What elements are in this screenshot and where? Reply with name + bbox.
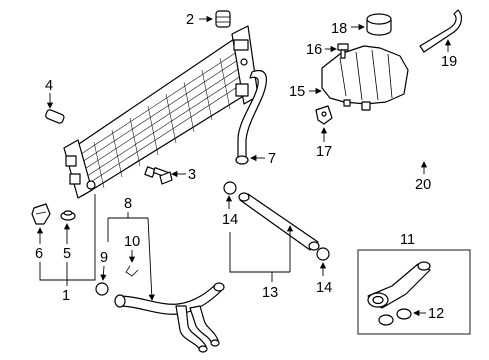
callout-12: 12 (428, 306, 444, 322)
part-4-plug (45, 109, 65, 124)
callout-9: 9 (100, 250, 108, 266)
callout-16: 16 (306, 42, 322, 58)
part-lower-hose (114, 282, 225, 353)
part-16-bolt (337, 43, 349, 59)
part-11-12-box (357, 249, 471, 335)
part-2-grommet (215, 10, 231, 28)
part-14-oring-top (223, 181, 237, 195)
part-12-gasket-a (378, 314, 394, 326)
part-20-hose (383, 109, 463, 163)
part-13-tube (238, 192, 320, 251)
callout-15: 15 (289, 84, 305, 100)
callout-19: 19 (441, 54, 457, 70)
part-17-bracket (315, 105, 333, 125)
part-19-hose (419, 9, 463, 53)
callout-10: 10 (124, 234, 140, 250)
callout-20: 20 (415, 177, 431, 193)
part-5-grommet (60, 210, 76, 221)
callout-11: 11 (400, 232, 415, 248)
part-6-drain-valve (31, 203, 51, 225)
callout-2: 2 (186, 12, 194, 28)
callout-14-left: 14 (222, 212, 238, 228)
part-7-upper-hose (235, 69, 267, 165)
callout-14-right: 14 (316, 280, 332, 296)
part-18-cap (366, 13, 392, 36)
callout-17: 17 (316, 144, 332, 160)
part-14-oring-bottom (316, 247, 330, 261)
part-10-clip (125, 265, 139, 277)
callout-6: 6 (35, 246, 43, 262)
part-3-bolt (144, 166, 173, 185)
callout-18: 18 (331, 21, 347, 37)
callout-1: 1 (62, 288, 70, 304)
callout-5: 5 (63, 246, 71, 262)
callout-13: 13 (262, 285, 278, 301)
part-12-gasket-b (396, 308, 412, 320)
radiator-fins (74, 46, 249, 190)
part-9-oring (95, 282, 109, 296)
part-15-reservoir (321, 45, 409, 111)
callout-8: 8 (124, 196, 132, 212)
callout-4: 4 (45, 78, 53, 94)
callout-3: 3 (188, 167, 196, 183)
radiator (63, 25, 259, 199)
callout-7: 7 (268, 151, 276, 167)
